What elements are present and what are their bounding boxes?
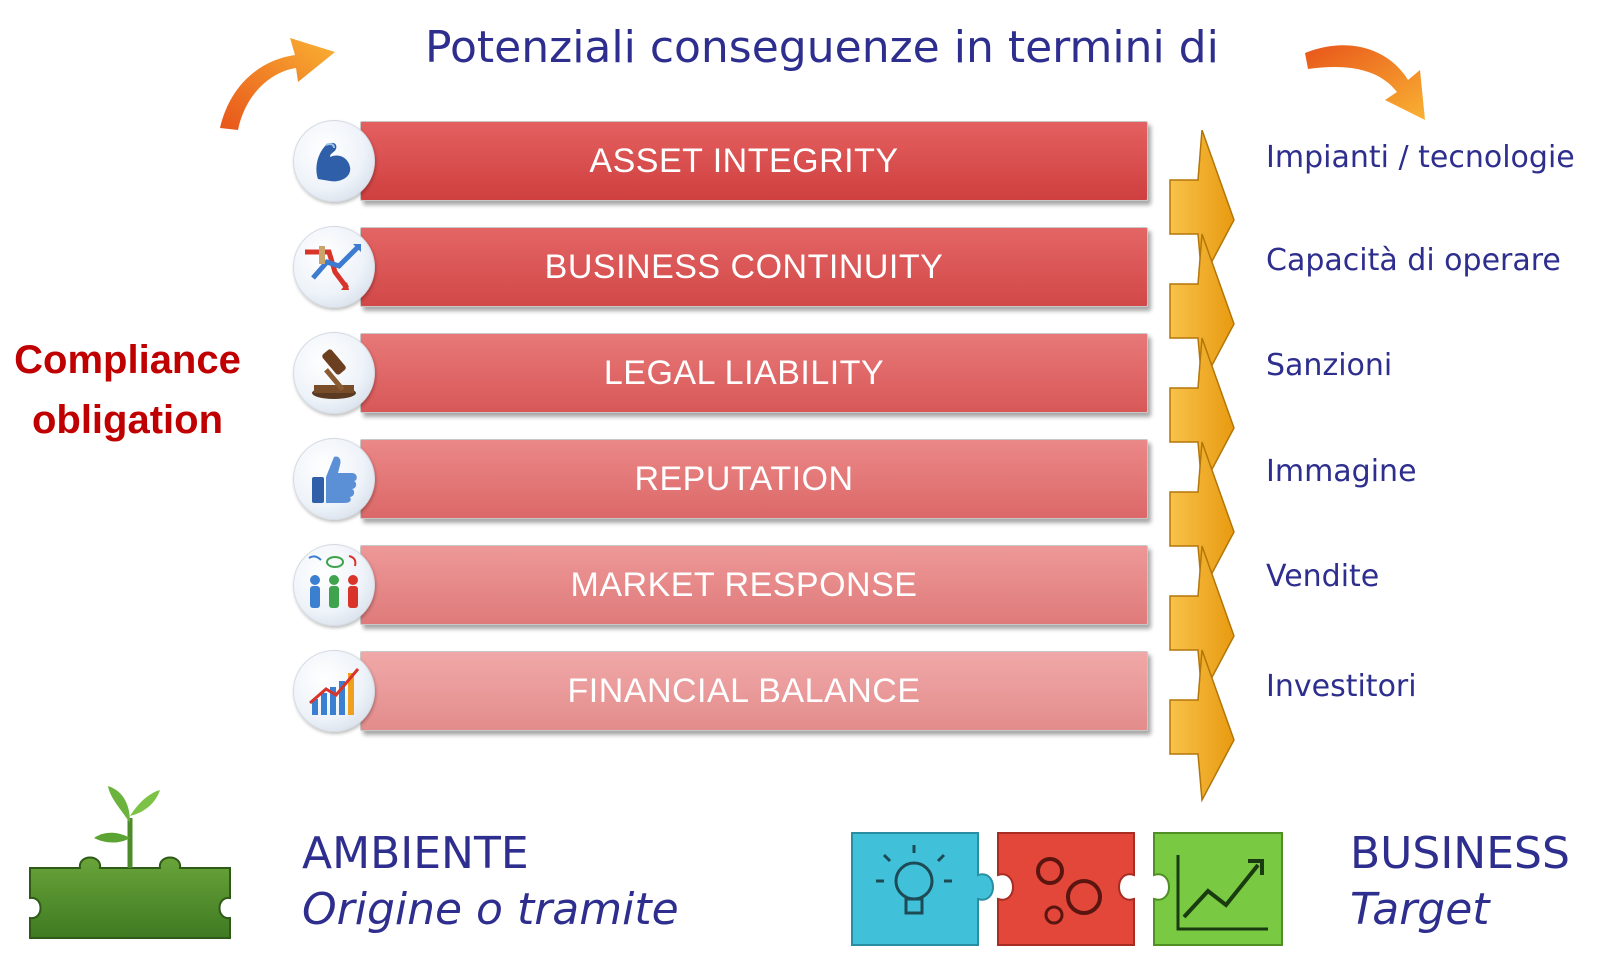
- ambiente-subtitle: Origine o tramite: [302, 884, 679, 935]
- ambiente-title: AMBIENTE: [302, 828, 529, 879]
- consequence-sanzioni: Sanzioni: [1266, 348, 1393, 383]
- broken-arrows-icon: [293, 226, 375, 308]
- bar-asset-integrity: ASSET INTEGRITY: [360, 121, 1148, 201]
- consequence-investitori: Investitori: [1266, 669, 1417, 704]
- compliance-obligation-label: Compliance obligation: [0, 330, 255, 450]
- bar-label: ASSET INTEGRITY: [589, 141, 899, 180]
- growth-chart-icon: [293, 650, 375, 732]
- plant-puzzle-icon: [20, 778, 240, 943]
- bar-reputation: REPUTATION: [360, 439, 1148, 519]
- consequence-capacita: Capacità di operare: [1266, 243, 1561, 278]
- bar-business-continuity: BUSINESS CONTINUITY: [360, 227, 1148, 307]
- bar-legal-liability: LEGAL LIABILITY: [360, 333, 1148, 413]
- consequence-vendite: Vendite: [1266, 559, 1380, 594]
- bar-market-response: MARKET RESPONSE: [360, 545, 1148, 625]
- compliance-line-2: obligation: [31, 398, 224, 442]
- strong-arm-icon: [293, 120, 375, 202]
- bar-financial-balance: FINANCIAL BALANCE: [360, 651, 1148, 731]
- bar-label: LEGAL LIABILITY: [603, 353, 885, 392]
- bar-label: BUSINESS CONTINUITY: [544, 247, 944, 286]
- business-caption: BUSINESS Target: [1350, 826, 1570, 938]
- business-title: BUSINESS: [1350, 828, 1570, 879]
- business-subtitle: Target: [1350, 884, 1490, 935]
- consequence-immagine: Immagine: [1266, 454, 1417, 489]
- curved-arrow-right-icon: [1300, 25, 1460, 135]
- ambiente-caption: AMBIENTE Origine o tramite: [302, 826, 679, 938]
- gavel-icon: [293, 332, 375, 414]
- bar-label: REPUTATION: [634, 459, 854, 498]
- puzzle-pieces-icon: [848, 825, 1286, 953]
- page-title: Potenziali conseguenze in termini di: [425, 22, 1219, 73]
- chevron-stack: [1168, 130, 1243, 810]
- thumbs-up-icon: [293, 438, 375, 520]
- people-talking-icon: [293, 544, 375, 626]
- bar-label: MARKET RESPONSE: [570, 565, 918, 604]
- curved-arrow-left-icon: [190, 10, 350, 135]
- bar-label: FINANCIAL BALANCE: [567, 671, 921, 710]
- consequence-impianti: Impianti / tecnologie: [1266, 140, 1575, 175]
- compliance-line-1: Compliance: [14, 338, 241, 382]
